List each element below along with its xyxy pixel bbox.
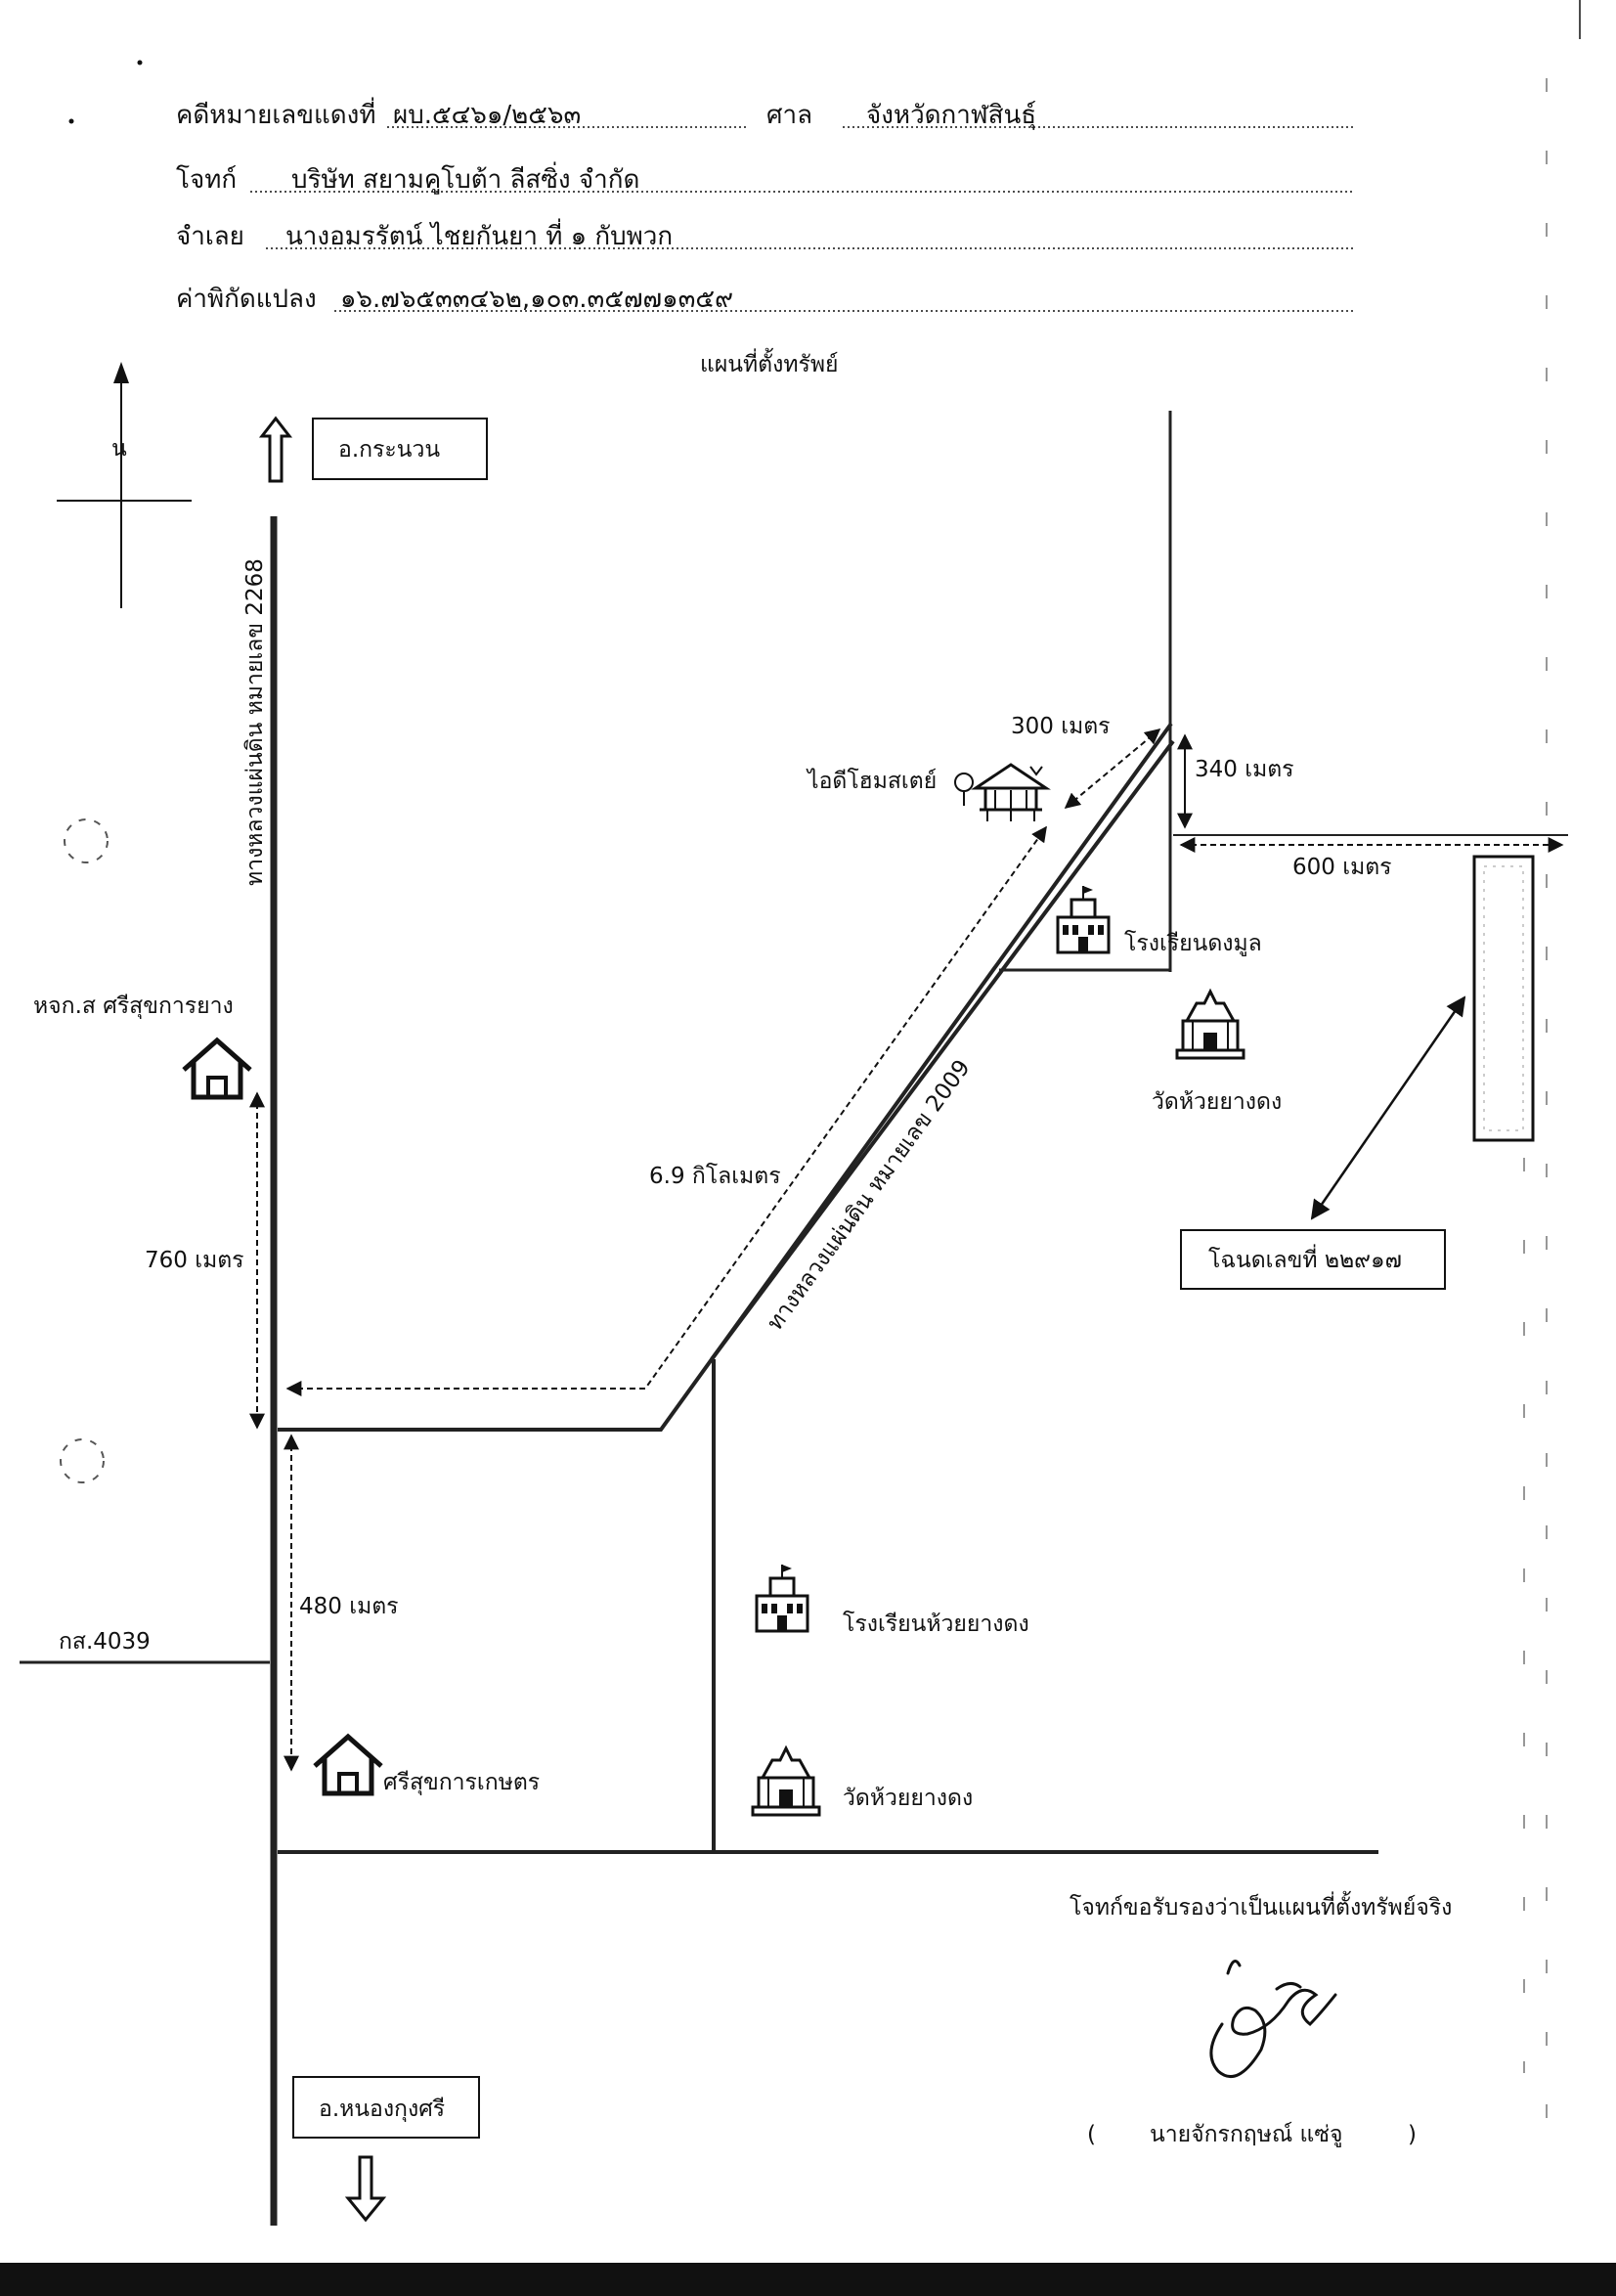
distance-markers: 300 เมตร 340 เมตร 600 เมตร 6.9 กิโลเมตร … [145, 714, 1564, 1772]
signer-close-paren: ) [1408, 2122, 1417, 2147]
signature-mark [1209, 1960, 1337, 2079]
south-district-label: อ.หนองกุงศรี [319, 2097, 445, 2122]
temple-icon [751, 1746, 821, 1817]
court-value: จังหวัดกาฬสินธุ์ [866, 101, 1036, 130]
case-header: คดีหมายเลขแดงที่ ผบ.๕๔๖๑/๒๕๖๓ ศาล จังหวั… [176, 97, 1355, 314]
coordinate-label: ค่าพิกัดแปลง [176, 285, 317, 314]
huai-school-label: โรงเรียนห้วยยางดง [843, 1611, 1029, 1637]
school-icon [1056, 884, 1111, 954]
homestay-label: ไอดีโฮมสเตย์ [806, 768, 937, 794]
highway-2268-label: ทางหลวงแผ่นดิน หมายเลข 2268 [242, 558, 268, 886]
dongmun-school-label: โรงเรียนดงมูล [1124, 930, 1262, 956]
scan-bottom-bar [0, 2263, 1616, 2296]
defendant-value: นางอมรรัตน์ ไชยกันยา ที่ ๑ กับพวก [285, 218, 673, 251]
certification-text: โจทก์ขอรับรองว่าเป็นแผนที่ตั้งทรัพย์จริง [1070, 1891, 1452, 1921]
dongmun-school-landmark: โรงเรียนดงมูล [1056, 884, 1262, 956]
house-icon [315, 1737, 381, 1793]
parcel-plot [1472, 855, 1535, 1142]
south-district-box: อ.หนองกุงศรี [292, 2076, 480, 2139]
huai-school-landmark: โรงเรียนห้วยยางดง [755, 1563, 1029, 1637]
distance-arrow-300m [1064, 728, 1161, 810]
punch-hole-circle [64, 818, 109, 863]
compass-north-letter: น [111, 436, 127, 462]
land-parcel [1310, 855, 1535, 1220]
upper-temple-label: วัดห้วยยางดง [1152, 1089, 1282, 1115]
certification-block: โจทก์ขอรับรองว่าเป็นแผนที่ตั้งทรัพย์จริง… [1070, 1891, 1452, 2147]
scan-speck [137, 60, 143, 66]
signer-open-paren: ( [1087, 2122, 1096, 2147]
rubber-store-landmark: หจก.ส ศรีสุขการยาง [33, 993, 250, 1097]
deed-box: โฉนดเลขที่ ๒๒๙๑๗ [1180, 1229, 1446, 1290]
lower-temple-label: วัดห้วยยางดง [843, 1786, 973, 1811]
kaset-store-label: ศรีสุขการเกษตร [383, 1770, 540, 1795]
highway-2009-upper-edge [710, 739, 1175, 1361]
coordinate-value: ๑๖.๗๖๕๓๓๔๖๒,๑๐๓.๓๕๗๗๑๓๕๙ [340, 285, 733, 314]
down-arrow-icon [344, 2155, 387, 2223]
house-icon [184, 1040, 250, 1097]
highway-2009-label: ทางหลวงแผ่นดิน หมายเลข 2009 [763, 1055, 976, 1335]
distance-6-9km-label: 6.9 กิโลเมตร [649, 1163, 781, 1189]
map-title: แผนที่ตั้งทรัพย์ [700, 348, 839, 377]
lower-temple-landmark: วัดห้วยยางดง [751, 1746, 973, 1817]
road-network: ทางหลวงแผ่นดิน หมายเลข 2268 กส.4039 ทางห… [20, 411, 1568, 2226]
up-arrow-icon [258, 416, 293, 483]
distance-340m-label: 340 เมตร [1195, 757, 1294, 782]
deed-label: โฉนดเลขที่ ๒๒๙๑๗ [1208, 1244, 1402, 1273]
defendant-label: จำเลย [176, 222, 244, 251]
plaintiff-value: บริษัท สยามคูโบต้า ลีสซิ่ง จำกัด [291, 161, 639, 195]
temple-icon [1175, 990, 1245, 1060]
road-4039-label: กส.4039 [59, 1629, 151, 1655]
upper-temple-landmark: วัดห้วยยางดง [1152, 990, 1282, 1115]
punch-hole-circle [60, 1438, 105, 1483]
plaintiff-label: โจทก์ [176, 164, 237, 195]
north-compass: น [57, 362, 192, 608]
scan-speck [68, 118, 74, 124]
homestay-icon [954, 763, 1051, 821]
parcel-inner-border [1483, 865, 1524, 1131]
distance-arrow-6-9km [285, 825, 1047, 1396]
case-number-value: ผบ.๕๔๖๑/๒๕๖๓ [393, 101, 581, 130]
north-arrow-icon [113, 362, 129, 383]
case-number-label: คดีหมายเลขแดงที่ [176, 97, 375, 130]
homestay-landmark: ไอดีโฮมสเตย์ [806, 763, 1051, 821]
rubber-store-label: หจก.ส ศรีสุขการยาง [33, 993, 234, 1019]
north-district-box: อ.กระนวน [312, 418, 488, 480]
deed-pointer-arrow [1310, 995, 1466, 1220]
signer-name: นายจักรกฤษณ์ แซ่จู [1150, 2121, 1342, 2147]
highway-2009-lower-edge [278, 722, 1173, 1432]
distance-760m-label: 760 เมตร [145, 1248, 244, 1273]
court-label: ศาล [766, 101, 812, 130]
distance-480m-label: 480 เมตร [299, 1594, 399, 1619]
north-district-label: อ.กระนวน [338, 437, 440, 463]
school-icon [755, 1563, 809, 1633]
distance-300m-label: 300 เมตร [1011, 714, 1111, 739]
distance-600m-label: 600 เมตร [1292, 855, 1392, 880]
kaset-store-landmark: ศรีสุขการเกษตร [315, 1737, 540, 1795]
